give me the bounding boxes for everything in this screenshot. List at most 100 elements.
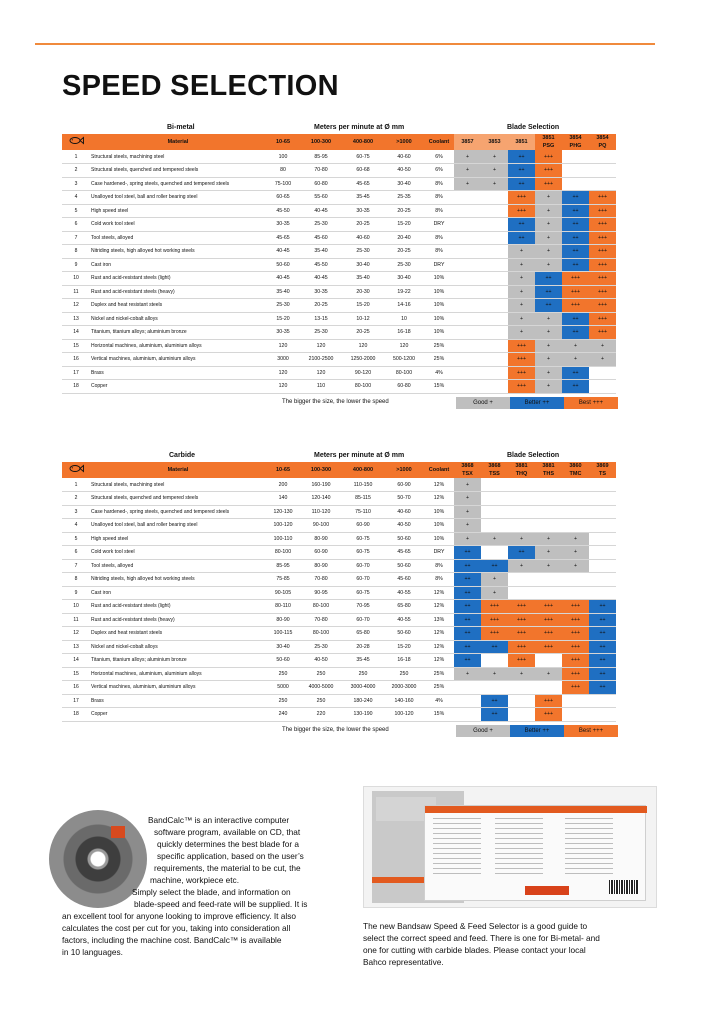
speed-value: 40-45 <box>266 271 300 286</box>
bimetal-label: Bi-metal <box>167 124 195 131</box>
material-name: Duplex and heat resistant steels <box>90 298 266 313</box>
blade-rating <box>562 163 589 178</box>
bandcalc-text-line: specific application, based on the user’… <box>157 851 304 861</box>
blade-rating: ++ <box>562 204 589 218</box>
material-name: Structural steels, machining steel <box>90 150 266 164</box>
blade-rating: + <box>481 532 508 546</box>
speed-value: 14-16 <box>384 298 424 313</box>
speed-value: 90-120 <box>342 366 384 380</box>
speed-value: 110-120 <box>300 505 342 519</box>
material-name: Copper <box>90 707 266 722</box>
blade-column-header: 3868 TSX <box>454 462 481 478</box>
blade-rating <box>589 532 616 546</box>
row-number: 5 <box>62 532 90 546</box>
speed-value: 65-80 <box>342 626 384 641</box>
blade-rating <box>454 271 481 286</box>
speed-value: 35-40 <box>342 271 384 286</box>
selector-text-line: select the correct speed and feed. There… <box>363 933 600 943</box>
blade-rating <box>562 518 589 533</box>
row-number: 12 <box>62 626 90 641</box>
blade-rating <box>562 491 589 506</box>
material-column-header: Material <box>90 134 266 150</box>
blade-rating <box>454 204 481 218</box>
speed-value: 80-100 <box>300 599 342 614</box>
row-number: 9 <box>62 586 90 600</box>
blade-rating <box>562 150 589 164</box>
coolant-value: 15% <box>424 707 454 722</box>
speed-value: 3000 <box>266 352 300 367</box>
blade-rating <box>454 312 481 326</box>
blade-rating: +++ <box>589 298 616 313</box>
legend-note: The bigger the size, the lower the speed <box>282 726 389 733</box>
material-name: Vertical machines, aluminium, aluminium … <box>90 680 266 695</box>
blade-rating: +++ <box>481 613 508 627</box>
blade-rating <box>481 190 508 205</box>
blade-rating: ++ <box>481 559 508 573</box>
blade-rating: +++ <box>535 150 562 164</box>
blade-rating: +++ <box>562 599 589 614</box>
row-number: 1 <box>62 150 90 164</box>
speed-value: 40-45 <box>300 204 342 218</box>
material-name: Unalloyed tool steel, ball and roller be… <box>90 190 266 205</box>
blade-rating: +++ <box>508 613 535 627</box>
blade-rating <box>454 707 481 722</box>
blade-rating <box>589 478 616 492</box>
blade-rating: + <box>508 285 535 299</box>
speed-value: 50-60 <box>384 559 424 573</box>
blade-rating: + <box>454 667 481 681</box>
blade-rating: ++ <box>454 586 481 600</box>
speed-value: 45-60 <box>300 231 342 245</box>
blade-rating: + <box>562 339 589 353</box>
bandcalc-text-line: factors, including the machine cost. Ban… <box>62 935 282 945</box>
blade-rating: ++ <box>562 258 589 272</box>
bandcalc-text-line: blade-speed and feed-rate will be suppli… <box>134 899 308 909</box>
blade-rating: + <box>535 366 562 380</box>
blade-column-header: 3851 <box>508 134 535 150</box>
coolant-value: 8% <box>424 559 454 573</box>
speed-value: 10-12 <box>342 312 384 326</box>
row-number: 5 <box>62 204 90 218</box>
blade-rating <box>481 653 508 668</box>
speed-value: 20-28 <box>342 640 384 654</box>
speed-value: 80 <box>266 163 300 178</box>
speed-value: 80-90 <box>300 559 342 573</box>
blade-rating: +++ <box>589 285 616 299</box>
coolant-value: 10% <box>424 518 454 533</box>
blade-rating: + <box>535 312 562 326</box>
blade-rating: ++ <box>562 231 589 245</box>
blade-rating <box>562 586 589 600</box>
blade-rating: + <box>481 150 508 164</box>
speed-value: 80-110 <box>266 599 300 614</box>
blade-rating: + <box>508 244 535 259</box>
blade-rating: + <box>454 505 481 519</box>
blade-rating: +++ <box>508 653 535 668</box>
blade-rating <box>481 312 508 326</box>
speed-value: 45-50 <box>266 204 300 218</box>
coolant-value: DRY <box>424 258 454 272</box>
blade-column-header: 3851 PSG <box>535 134 562 150</box>
speed-value: 70-80 <box>300 163 342 178</box>
blade-rating: + <box>454 518 481 533</box>
bimetal-blade-label: Blade Selection <box>507 124 560 131</box>
bandcalc-text-line: software program, available on CD, that <box>154 827 301 837</box>
blade-rating <box>454 339 481 353</box>
blade-rating: ++ <box>481 694 508 708</box>
row-number: 14 <box>62 325 90 340</box>
row-number: 18 <box>62 379 90 394</box>
blade-rating: + <box>535 532 562 546</box>
blade-rating: ++ <box>535 271 562 286</box>
speed-value: 100 <box>266 150 300 164</box>
bimetal-section: Bi-metal Meters per minute at Ø mm Blade… <box>62 124 618 410</box>
speed-value: 55-60 <box>300 190 342 205</box>
speed-value: 15-20 <box>384 640 424 654</box>
blade-rating: ++ <box>454 613 481 627</box>
coolant-value: DRY <box>424 545 454 560</box>
speed-value: 15-20 <box>384 217 424 232</box>
blade-rating <box>481 271 508 286</box>
